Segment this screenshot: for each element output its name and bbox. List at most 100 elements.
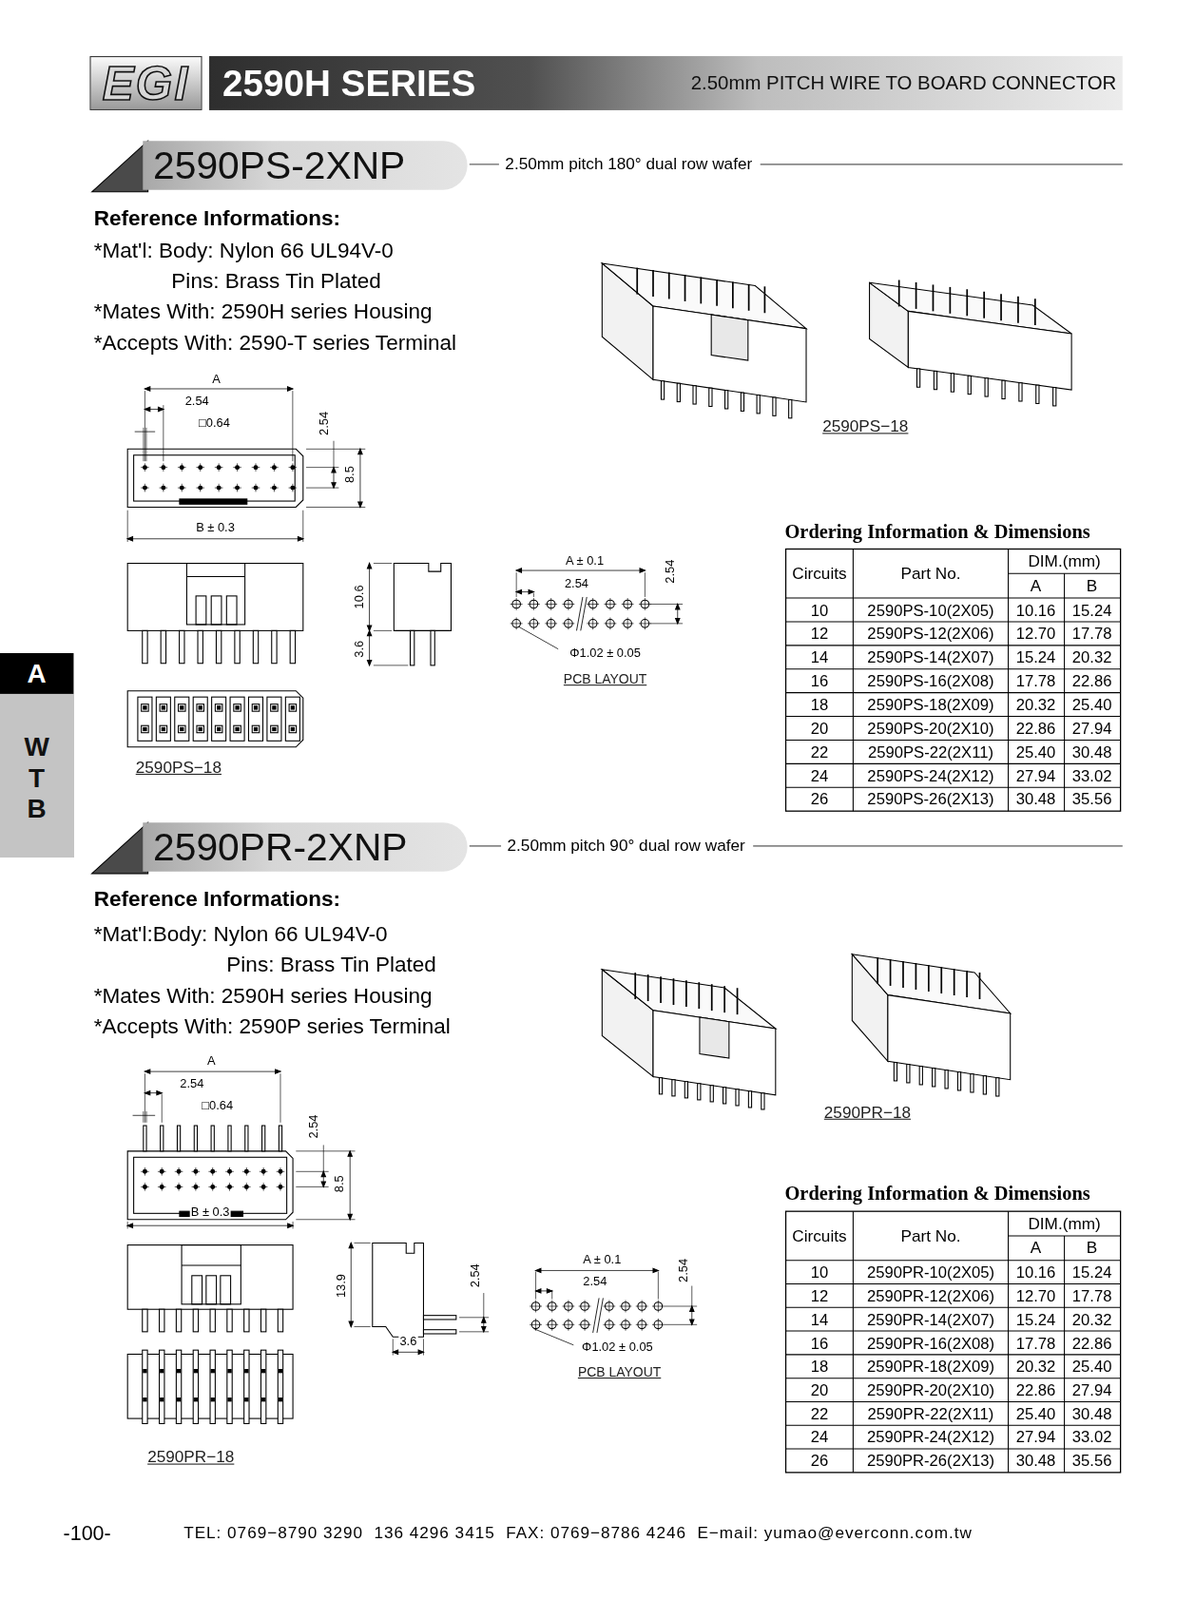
dimension-arrow: [690, 1319, 694, 1325]
table-line: [786, 1377, 1121, 1379]
housing-front: [907, 310, 1072, 390]
extension-line: [516, 572, 518, 598]
pin-mark: [291, 483, 293, 493]
dimension-arrow: [347, 1214, 352, 1219]
pin-mark: [194, 1167, 196, 1176]
table-line: [1007, 1211, 1009, 1473]
table-cell: 30.48: [1016, 790, 1057, 809]
dimension-label: 10.6: [352, 583, 367, 610]
pin: [143, 1125, 147, 1152]
dimension-arrow: [275, 1069, 281, 1074]
pin: [262, 1125, 266, 1152]
pcb-hole: [516, 597, 518, 611]
dimension-arrow: [366, 660, 371, 666]
table-header: Part No.: [900, 564, 961, 583]
connector-top-view: [127, 448, 304, 507]
table-cell: 16: [810, 672, 829, 690]
pin: [735, 1089, 739, 1106]
pin: [192, 1309, 198, 1332]
dimension-line: [350, 1242, 352, 1327]
pin-square: [245, 1369, 249, 1373]
extension-line: [535, 1272, 537, 1300]
pin: [142, 1349, 148, 1424]
dimension-line: [134, 431, 155, 433]
pin-square: [143, 727, 147, 731]
table-line: [786, 1259, 1121, 1261]
table-cell: 12.70: [1016, 624, 1057, 642]
dimension-line: [144, 1071, 281, 1073]
table-cell: 2590PR-14(2X07): [867, 1310, 995, 1329]
pin: [672, 1079, 675, 1097]
leader-line: [533, 1329, 574, 1346]
pin: [176, 1125, 180, 1152]
table-line: [786, 1425, 1121, 1427]
connector-bottom-view: [127, 691, 304, 748]
pin: [933, 370, 937, 389]
pcb-hole: [644, 597, 646, 611]
view-caption: 2590PS−18: [822, 417, 908, 436]
extension-line: [306, 506, 366, 508]
table-cell: 2590PR-24(2X12): [867, 1428, 995, 1446]
pcb-hole: [641, 1318, 643, 1331]
dimension-arrow: [653, 1268, 658, 1273]
pin-mark: [255, 483, 257, 493]
pin: [982, 291, 985, 319]
extension-line: [291, 390, 293, 462]
table-cell: 10.16: [1016, 600, 1057, 618]
section-marker: [92, 822, 149, 874]
dimension-line: [133, 1115, 156, 1117]
dimension-arrow: [481, 1317, 486, 1323]
spec-line: Pins: Brass Tin Plated: [171, 269, 382, 293]
pin: [957, 1072, 961, 1091]
view-caption: 2590PS−18: [135, 758, 222, 777]
pin: [210, 1309, 215, 1332]
dimension-label: 8.5: [332, 1174, 347, 1194]
extension-line: [533, 593, 535, 598]
pin-square: [180, 727, 184, 731]
dimension-label: 13.9: [335, 1272, 349, 1299]
extension-line: [333, 441, 335, 468]
pin: [967, 375, 971, 394]
pin: [1002, 380, 1005, 399]
table-line: [786, 787, 1121, 789]
pcb-hole: [535, 1300, 537, 1313]
table-title: Ordering Information & Dimensions: [784, 521, 1090, 543]
table-header: Part No.: [900, 1226, 961, 1245]
pin-cell: [212, 696, 227, 741]
pin: [277, 1309, 283, 1332]
extension-line: [373, 630, 392, 632]
pin-square: [143, 706, 147, 710]
dimension-label: A: [211, 372, 222, 386]
pin-mark: [162, 483, 164, 493]
pcb-hole: [609, 597, 611, 611]
section-heading: Reference Informations:: [94, 886, 341, 910]
table-cell: 20: [810, 719, 829, 737]
extension-line: [657, 1272, 659, 1300]
pin: [1017, 296, 1020, 324]
pin-cell: [174, 696, 190, 741]
connector-top-view: [127, 1151, 293, 1220]
series-subtitle: 2.50mm pitch 90° dual row wafer: [506, 836, 745, 855]
spec-line: Pins: Brass Tin Plated: [226, 952, 437, 977]
dimension-label: 2.54: [178, 1077, 205, 1091]
pin-mark: [199, 462, 201, 472]
table-cell: 15.24: [1072, 600, 1113, 618]
dimension-arrow: [516, 568, 521, 573]
table-cell: 27.94: [1072, 719, 1113, 737]
table-line: [786, 668, 1121, 670]
spec-line: *Accepts With: 2590-T series Terminal: [94, 329, 457, 354]
pin: [271, 630, 277, 663]
dimension-arrow: [639, 568, 645, 573]
extension-line: [482, 1292, 484, 1318]
dimension-arrow: [127, 537, 133, 541]
pin: [1019, 383, 1022, 402]
table-cell: 22.86: [1072, 672, 1113, 690]
pin: [940, 966, 943, 994]
section-band: 2590PS-2XNP: [142, 140, 467, 191]
extension-line: [162, 404, 164, 462]
table-cell: 14: [810, 1310, 829, 1329]
table-line: [852, 549, 854, 812]
dimension-arrow: [288, 1223, 293, 1228]
pin-square: [253, 706, 257, 710]
pin: [244, 1309, 250, 1332]
